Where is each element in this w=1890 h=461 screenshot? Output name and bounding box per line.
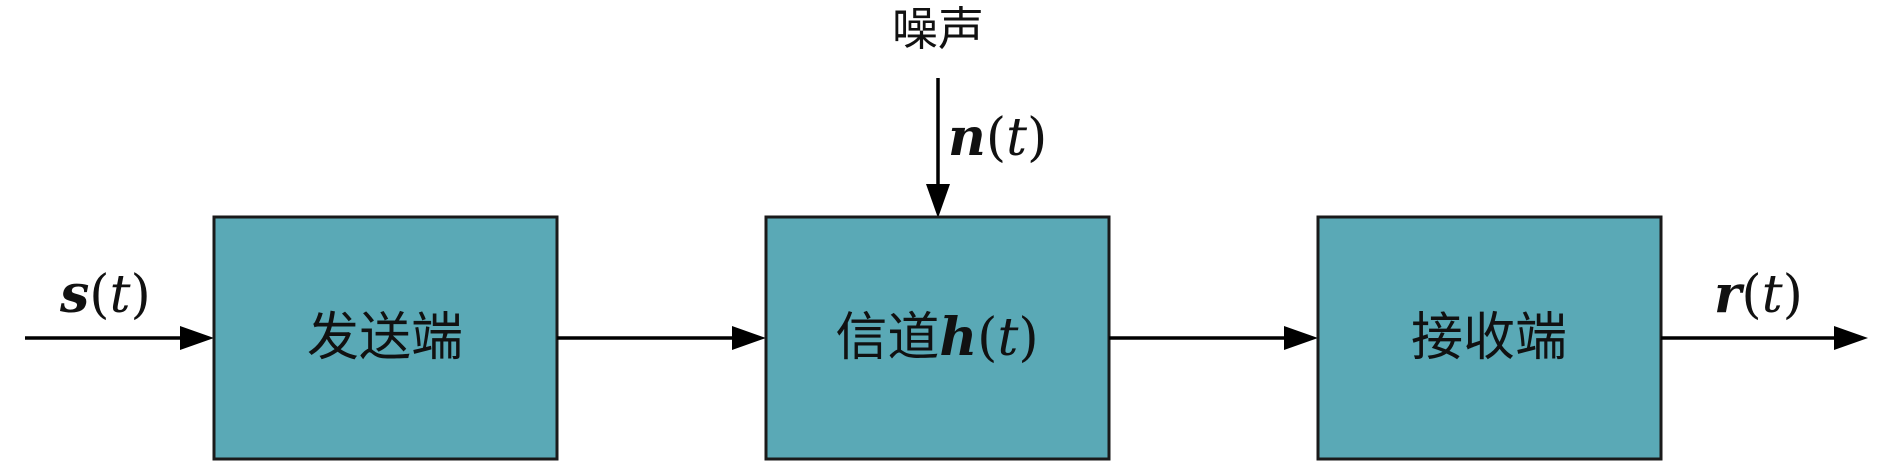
input-symbol: s: [59, 264, 89, 325]
input-signal-label: s(t): [59, 264, 151, 325]
receiver-label: 接收端: [1411, 308, 1567, 368]
output-arrow-head: [1834, 326, 1868, 350]
noise-label: 噪声: [892, 2, 984, 56]
output-arg: t: [1762, 265, 1783, 325]
channel-to-rx-arrow-head: [1284, 326, 1318, 350]
channel-label: 信道h(t): [835, 307, 1038, 368]
channel-block: [764, 215, 1111, 461]
input-arrow-head: [180, 326, 214, 350]
channel-arg: t: [997, 308, 1018, 368]
output-symbol: r: [1714, 264, 1745, 325]
channel-label-text: 信道: [835, 308, 939, 368]
noise-arrow-head: [926, 184, 950, 218]
output-signal-label: r(t): [1714, 264, 1803, 325]
transmitter-label: 发送端: [307, 308, 463, 368]
noise-symbol: n: [948, 107, 986, 168]
noise-signal-label: n(t): [948, 107, 1047, 168]
input-arg: t: [110, 265, 131, 325]
channel-symbol: h: [939, 307, 977, 368]
transmitter-block: [212, 215, 559, 461]
noise-arg: t: [1006, 108, 1027, 168]
tx-to-channel-arrow-head: [732, 326, 766, 350]
receiver-block: [1316, 215, 1663, 461]
